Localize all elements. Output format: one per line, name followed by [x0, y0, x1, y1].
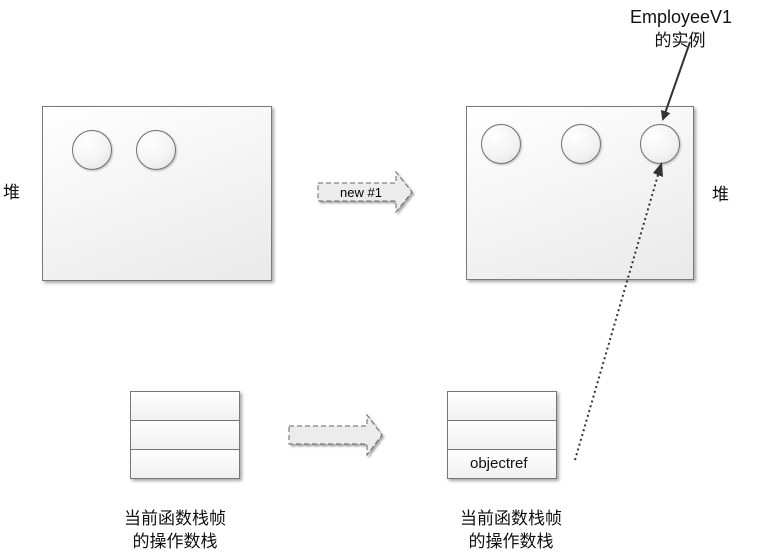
left-operand-stack	[130, 391, 240, 479]
objectref-reference-arrowhead-icon	[653, 162, 663, 177]
right-heap-label: 堆	[712, 185, 729, 205]
right-stack-slot-1	[448, 392, 556, 421]
left-stack-caption-line2: 的操作数栈	[132, 532, 218, 552]
right-stack-slot-2	[448, 421, 556, 450]
right-heap-object-2	[561, 124, 601, 164]
left-stack-caption-line1: 当前函数栈帧	[124, 509, 226, 529]
left-heap-label: 堆	[3, 183, 20, 203]
right-stack-caption-line2: 的操作数栈	[468, 532, 554, 552]
transition-top-label: new #1	[340, 185, 382, 200]
right-heap-object-employeev1	[640, 124, 680, 164]
left-heap-object-1	[72, 130, 112, 170]
right-operand-stack: objectref	[447, 391, 557, 479]
right-heap-object-1	[481, 124, 521, 164]
right-stack-slot-3: objectref	[448, 450, 556, 478]
right-stack-slot-objectref-text: objectref	[470, 455, 528, 472]
instance-callout-subtitle: 的实例	[654, 31, 706, 51]
instance-callout-arrow	[660, 41, 691, 121]
transition-arrow-top: new #1	[317, 170, 413, 214]
left-heap-object-2	[136, 130, 176, 170]
transition-arrow-bottom	[288, 413, 383, 457]
objectref-reference-arrow	[574, 167, 661, 461]
right-stack-caption-line1: 当前函数栈帧	[460, 509, 562, 529]
instance-callout-title: EmployeeV1	[630, 7, 733, 27]
left-stack-slot-1	[131, 392, 239, 421]
left-stack-slot-3	[131, 450, 239, 478]
left-stack-slot-2	[131, 421, 239, 450]
